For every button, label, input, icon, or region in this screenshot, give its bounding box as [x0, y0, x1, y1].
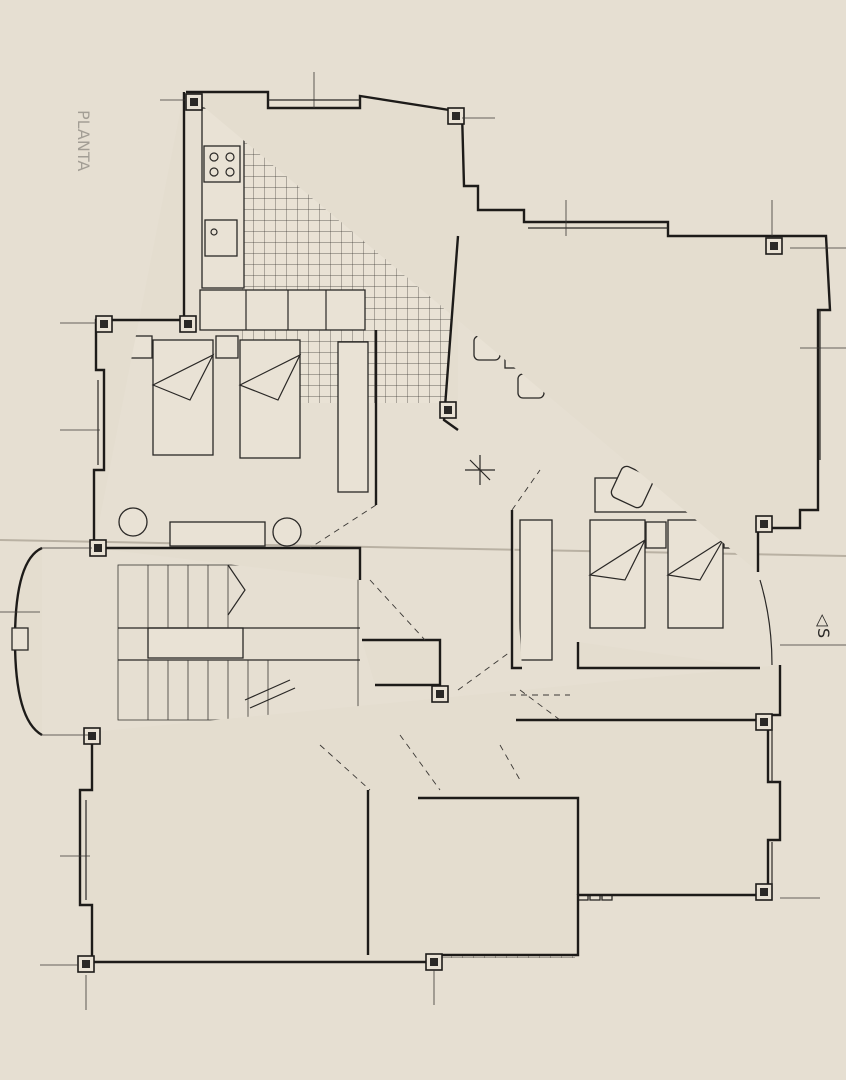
kitchen-counter	[201, 107, 245, 289]
section-marker: S ◁	[814, 613, 833, 638]
wardrobe-icon	[519, 519, 553, 661]
grid-axes	[0, 72, 846, 1010]
stove-icon	[203, 145, 241, 183]
stairs-icon	[117, 564, 360, 721]
twin-bed-icon	[589, 519, 646, 629]
north-mark	[465, 455, 495, 485]
wardrobe-icon	[337, 341, 369, 493]
structural-columns	[77, 93, 783, 973]
kitchen-lower-cabinets	[199, 289, 366, 331]
walls	[78, 90, 832, 964]
twin-bed-icon	[667, 519, 724, 629]
hallway	[309, 469, 570, 791]
bedroom-twin-1	[118, 335, 369, 547]
sink-icon	[204, 219, 238, 257]
sheet-edge-text: PLANTA	[74, 110, 93, 171]
section-arrow-icon: ◁	[814, 613, 833, 627]
windows	[85, 99, 821, 900]
section-label: S	[814, 628, 833, 638]
staircase	[11, 546, 360, 737]
twin-bed-icon	[239, 339, 301, 459]
